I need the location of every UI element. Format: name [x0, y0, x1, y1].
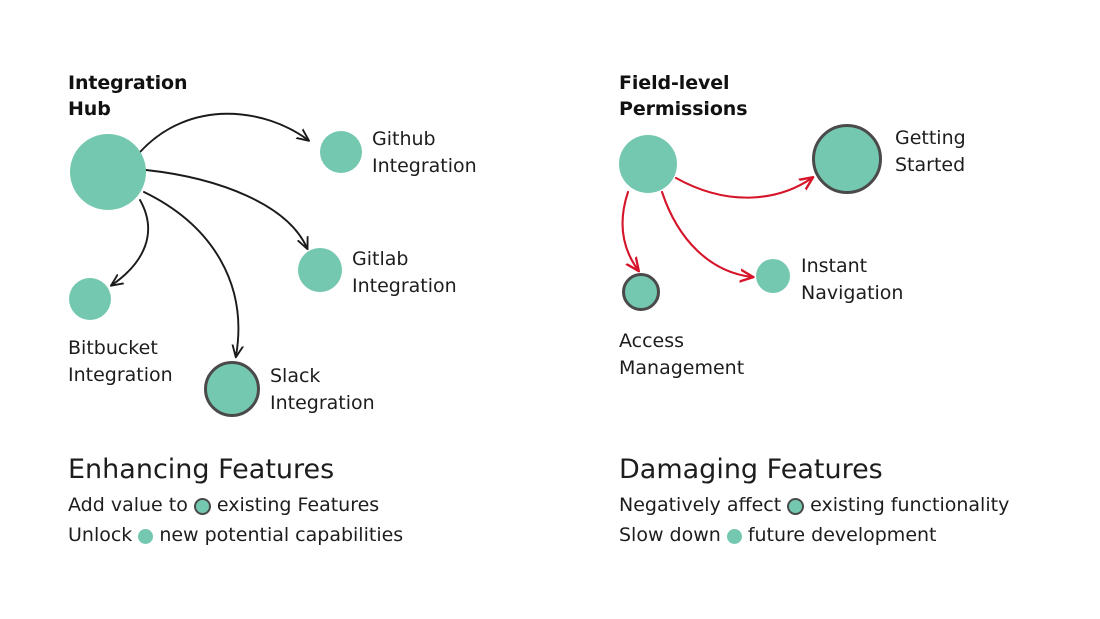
legend-text-after: new potential capabilities — [159, 524, 404, 546]
node-enhancing-github[interactable] — [320, 131, 362, 173]
node-label-github: Github Integration — [372, 128, 477, 177]
node-label-getting-started: Getting Started — [895, 127, 966, 176]
legend-text-after: existing functionality — [810, 494, 1010, 516]
legend-dot-filled-icon — [138, 528, 154, 544]
legend-dot-outlined-icon — [193, 497, 211, 515]
node-label-bitbucket: Bitbucket Integration — [68, 337, 173, 386]
node-damaging-access-management[interactable] — [622, 273, 660, 311]
edge-hub-to-gitlab — [145, 169, 307, 248]
legend-text-after: existing Features — [216, 494, 380, 516]
node-damaging-getting-started[interactable] — [812, 124, 882, 194]
graph-title-damaging: Field-level Permissions — [619, 72, 748, 120]
nodes-layer — [69, 124, 882, 417]
node-label-access-management: Access Management — [619, 330, 745, 379]
edge-hub-to-slack — [143, 191, 238, 356]
node-label-slack: Slack Integration — [270, 365, 375, 414]
node-enhancing-hub[interactable] — [70, 134, 146, 210]
node-label-instant-navigation: Instant Navigation — [801, 255, 904, 304]
edge-hub-to-bitbucket — [112, 199, 149, 285]
legend-text-before: Slow down — [619, 524, 721, 546]
edge-hub-to-instant-navigation — [660, 190, 752, 277]
node-damaging-instant-navigation[interactable] — [756, 259, 790, 293]
legend-enhancing: Enhancing Features Add value to existing … — [68, 452, 403, 550]
edge-hub-to-getting-started — [674, 178, 812, 199]
legend-title-damaging: Damaging Features — [619, 454, 883, 485]
node-enhancing-bitbucket[interactable] — [69, 278, 111, 320]
graph-title-enhancing: Integration Hub — [68, 72, 188, 120]
legend-text-before: Negatively affect — [619, 494, 782, 516]
node-damaging-hub[interactable] — [619, 135, 677, 193]
node-enhancing-gitlab[interactable] — [298, 248, 342, 292]
legend-row: Unlock new potential capabilities — [68, 520, 403, 550]
edge-hub-to-access-management — [621, 190, 638, 270]
node-label-gitlab: Gitlab Integration — [352, 248, 457, 297]
legend-text-before: Unlock — [68, 524, 133, 546]
legend-dot-filled-icon — [726, 528, 742, 544]
legend-text-before: Add value to — [68, 494, 188, 516]
legend-damaging: Damaging Features Negatively affect exist… — [619, 452, 1009, 550]
legend-row: Add value to existing Features — [68, 490, 403, 520]
legend-text-after: future development — [747, 524, 937, 546]
legend-dot-outlined-icon — [787, 497, 805, 515]
legend-title-enhancing: Enhancing Features — [68, 454, 335, 485]
node-enhancing-slack[interactable] — [204, 361, 260, 417]
legend-row: Negatively affect existing functionality — [619, 490, 1009, 520]
legend-row: Slow down future development — [619, 520, 1009, 550]
edges-layer — [112, 112, 812, 356]
edge-hub-to-github — [139, 112, 308, 153]
